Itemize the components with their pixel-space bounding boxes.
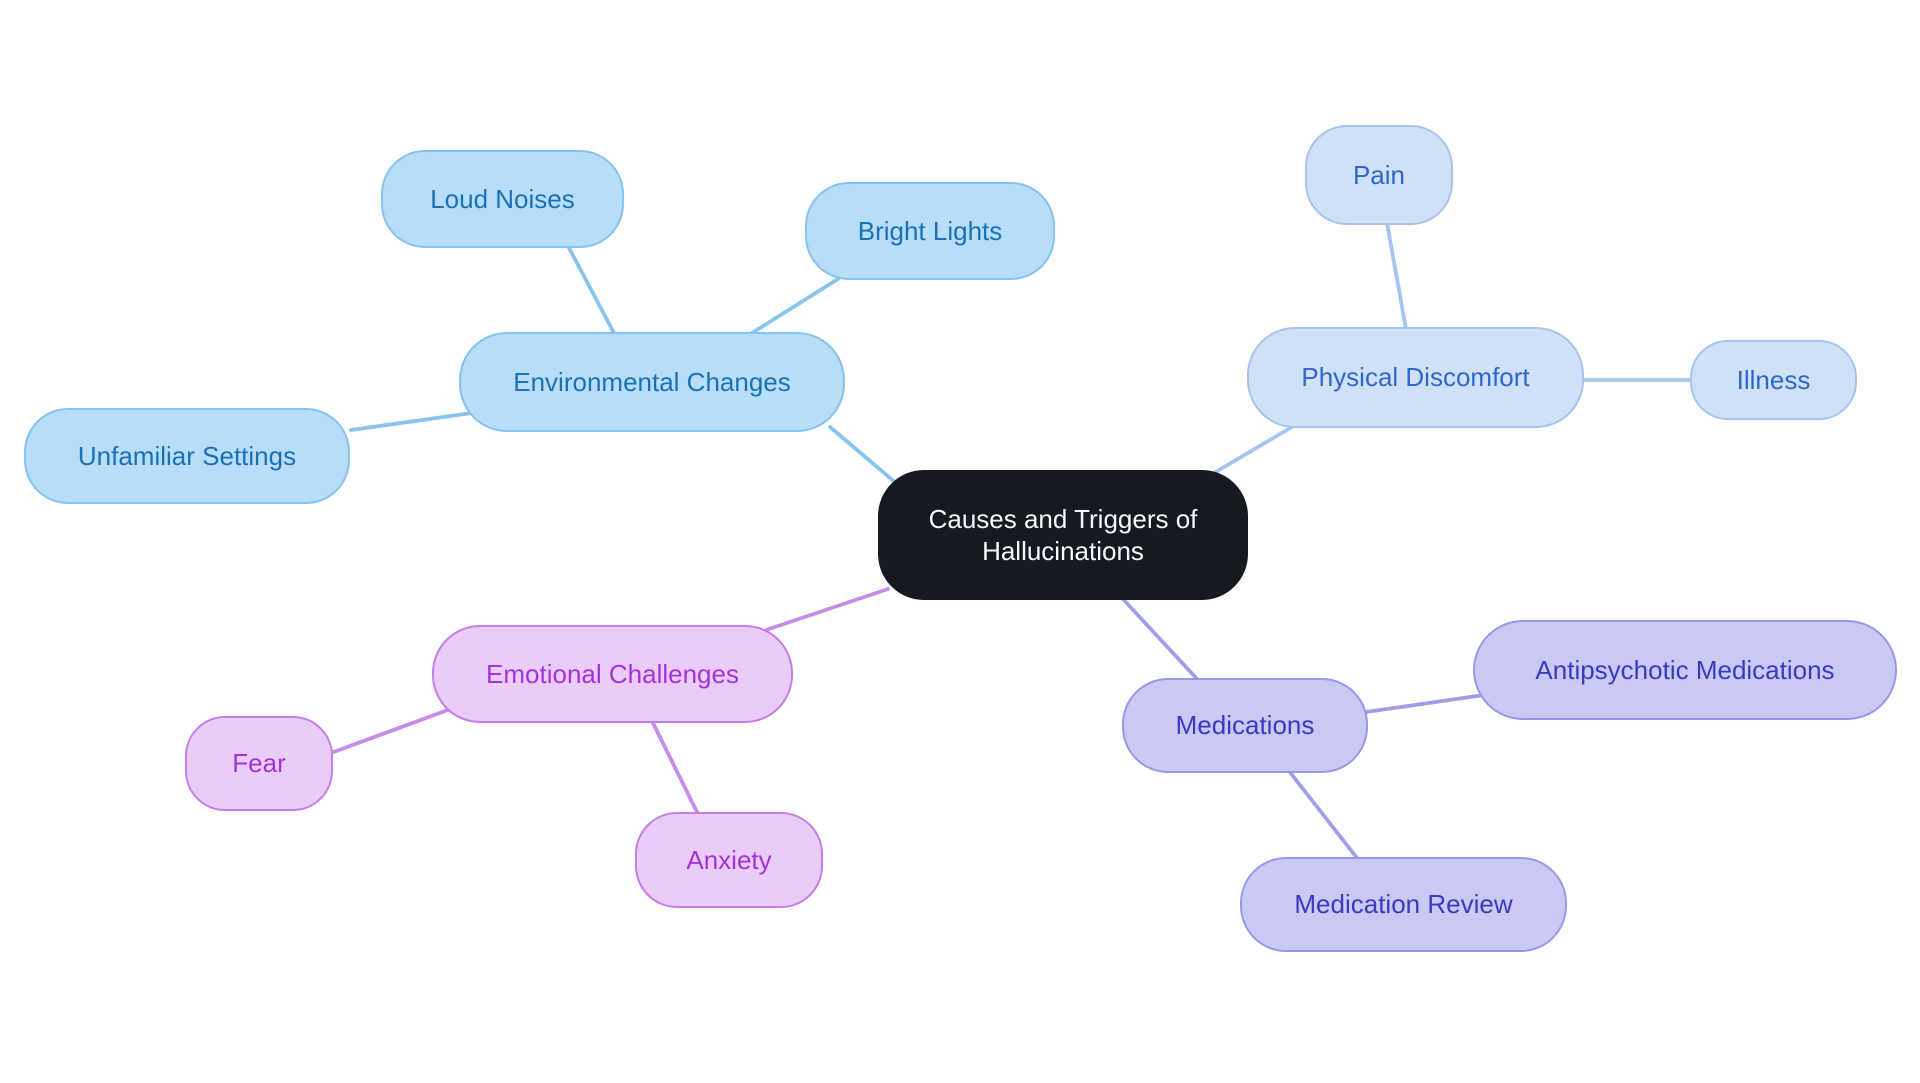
child-bright-lights[interactable]: Bright Lights bbox=[805, 182, 1055, 280]
child-anxiety[interactable]: Anxiety bbox=[635, 812, 823, 908]
edge-root-physical-discomfort bbox=[1212, 425, 1294, 475]
child-medication-review[interactable]: Medication Review bbox=[1240, 857, 1567, 952]
edge-medications-antipsychotic-medications bbox=[1364, 693, 1486, 714]
child-fear[interactable]: Fear bbox=[185, 716, 333, 811]
edge-physical-discomfort-pain bbox=[1385, 221, 1408, 331]
edge-environmental-changes-unfamiliar-settings bbox=[349, 411, 474, 432]
branch-emotional-challenges[interactable]: Emotional Challenges bbox=[432, 625, 793, 723]
root-node[interactable]: Causes and Triggers of Hallucinations bbox=[878, 470, 1248, 600]
edge-emotional-challenges-anxiety bbox=[650, 719, 700, 816]
edge-emotional-challenges-fear bbox=[329, 702, 466, 755]
edge-environmental-changes-loud-noises bbox=[566, 244, 616, 335]
branch-medications[interactable]: Medications bbox=[1122, 678, 1368, 773]
child-illness[interactable]: Illness bbox=[1690, 340, 1857, 420]
child-antipsychotic-medications[interactable]: Antipsychotic Medications bbox=[1473, 620, 1897, 720]
edge-medications-medication-review bbox=[1287, 769, 1359, 860]
edge-root-emotional-challenges bbox=[764, 587, 890, 632]
child-pain[interactable]: Pain bbox=[1305, 125, 1453, 225]
child-loud-noises[interactable]: Loud Noises bbox=[381, 150, 624, 248]
branch-environmental-changes[interactable]: Environmental Changes bbox=[459, 332, 845, 432]
edge-root-environmental-changes bbox=[828, 425, 905, 491]
child-unfamiliar-settings[interactable]: Unfamiliar Settings bbox=[24, 408, 350, 504]
branch-physical-discomfort[interactable]: Physical Discomfort bbox=[1247, 327, 1584, 428]
edge-root-medications bbox=[1120, 596, 1200, 682]
edge-environmental-changes-bright-lights bbox=[750, 277, 840, 335]
